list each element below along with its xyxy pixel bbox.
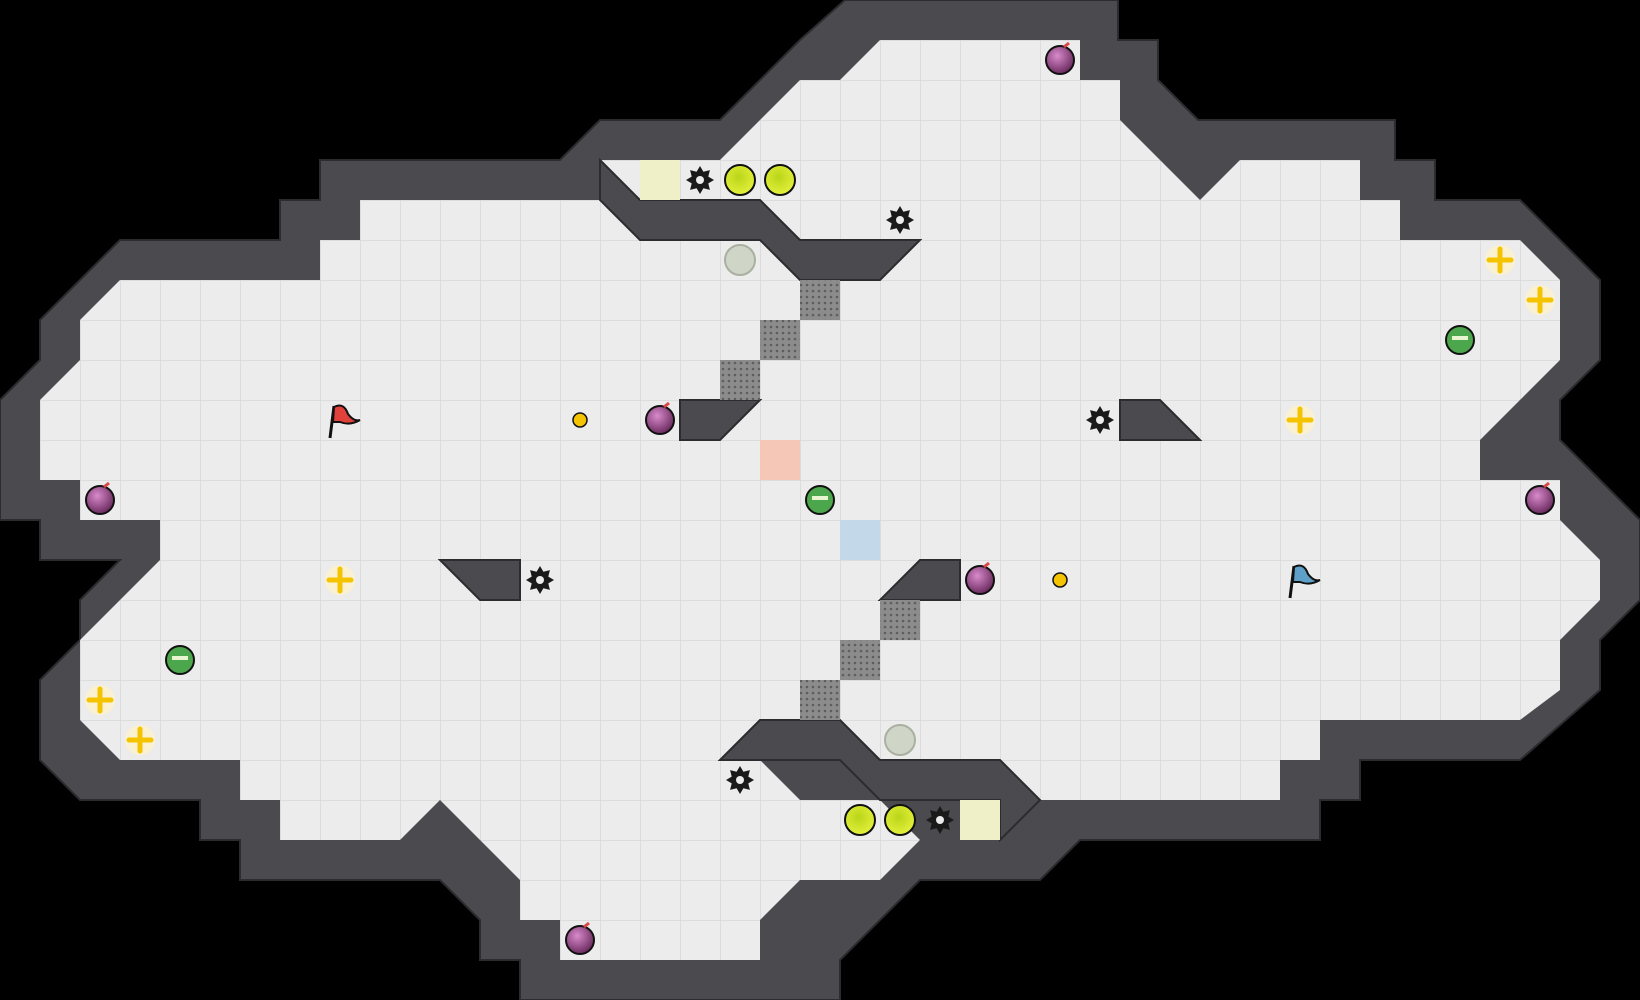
portal-pad-tile — [640, 160, 680, 200]
powerup-orb-icon — [1045, 41, 1075, 75]
grate-tile — [800, 680, 840, 720]
boost-cross-icon — [1525, 285, 1555, 315]
wall-block — [1119, 399, 1203, 441]
boost-cross-icon — [125, 725, 155, 755]
tiles-layer — [640, 160, 1000, 840]
team-booster-icon — [805, 485, 835, 515]
grate-tile — [720, 360, 760, 400]
team-booster-icon — [1445, 325, 1475, 355]
pieces-layer — [85, 41, 1555, 955]
powerup-orb-icon — [965, 561, 995, 595]
powerup-orb-icon — [645, 401, 675, 435]
portal-pad-tile — [960, 800, 1000, 840]
spike-bomb-icon — [686, 166, 714, 194]
small-yellow-button-icon — [1052, 572, 1068, 588]
speed-pad-icon — [884, 724, 916, 756]
red-flag-icon — [328, 404, 361, 439]
yellow-button-icon — [764, 164, 796, 196]
boost-cross-icon — [325, 565, 355, 595]
wall-ledge — [599, 157, 923, 281]
yellow-button-icon — [844, 804, 876, 836]
grate-tile — [800, 280, 840, 320]
spike-bomb-icon — [726, 766, 754, 794]
grate-tile — [840, 640, 880, 680]
powerup-orb-icon — [565, 921, 595, 955]
boost-cross-icon — [85, 685, 115, 715]
boost-cross-icon — [1485, 245, 1515, 275]
gate-blue-tile — [840, 520, 880, 560]
speed-pad-icon — [724, 244, 756, 276]
spike-bomb-icon — [1086, 406, 1114, 434]
powerup-orb-icon — [1525, 481, 1555, 515]
grate-tile — [760, 320, 800, 360]
spike-bomb-icon — [926, 806, 954, 834]
powerup-orb-icon — [85, 481, 115, 515]
grate-tile — [880, 600, 920, 640]
small-yellow-button-icon — [572, 412, 588, 428]
spike-bomb-icon — [526, 566, 554, 594]
yellow-button-icon — [884, 804, 916, 836]
spike-bomb-icon — [886, 206, 914, 234]
wall-block — [437, 559, 521, 601]
wall-block — [877, 559, 961, 601]
team-booster-icon — [165, 645, 195, 675]
gate-red-tile — [760, 440, 800, 480]
blue-flag-icon — [1288, 564, 1321, 599]
boost-cross-icon — [1285, 405, 1315, 435]
yellow-button-icon — [724, 164, 756, 196]
